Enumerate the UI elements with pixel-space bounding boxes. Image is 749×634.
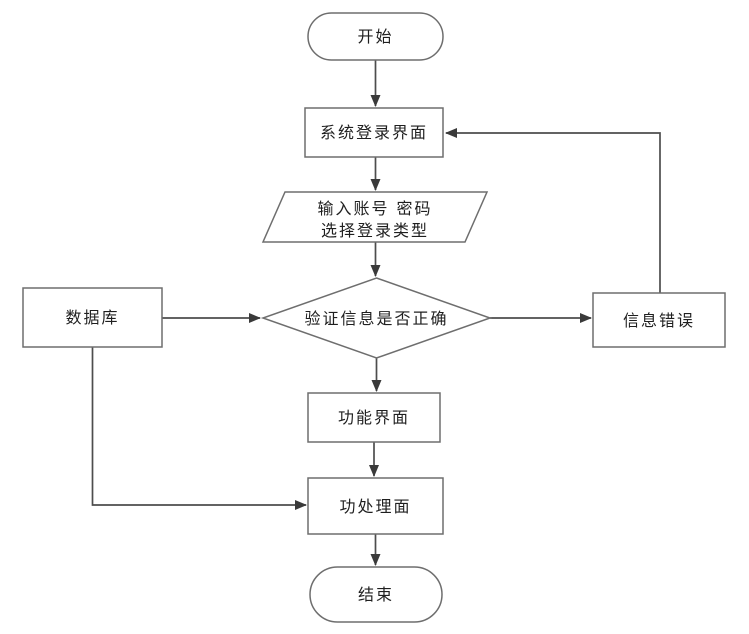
start-label: 开始	[357, 27, 393, 46]
error-shape	[592, 292, 726, 348]
edge-database-process	[91, 347, 307, 510]
edges	[91, 60, 661, 566]
function-label: 功能界面	[338, 408, 410, 427]
process-shape	[307, 477, 444, 535]
verify-shape	[260, 277, 493, 359]
function-shape	[307, 392, 441, 443]
end-shape	[309, 566, 443, 623]
database-shape	[22, 287, 163, 348]
input-label-line1: 输入账号 密码	[317, 199, 432, 218]
verify-label: 验证信息是否正确	[304, 309, 448, 328]
node-verify: 验证信息是否正确	[260, 277, 493, 359]
edge-error-login-loopback	[445, 128, 661, 293]
database-label: 数据库	[65, 308, 119, 327]
node-error: 信息错误	[592, 292, 726, 348]
node-input: 输入账号 密码 选择登录类型	[261, 191, 489, 243]
node-process: 功处理面	[307, 477, 444, 535]
node-start: 开始	[307, 12, 444, 61]
node-function: 功能界面	[307, 392, 441, 443]
login-label: 系统登录界面	[320, 123, 428, 142]
process-label: 功处理面	[339, 497, 411, 516]
end-label: 结束	[358, 585, 394, 604]
start-shape	[307, 12, 444, 61]
input-label-line2: 选择登录类型	[321, 221, 429, 240]
error-label: 信息错误	[623, 311, 695, 330]
node-login: 系统登录界面	[304, 107, 444, 158]
node-end: 结束	[309, 566, 443, 623]
input-shape	[261, 191, 489, 243]
login-shape	[304, 107, 444, 158]
node-database: 数据库	[22, 287, 163, 348]
